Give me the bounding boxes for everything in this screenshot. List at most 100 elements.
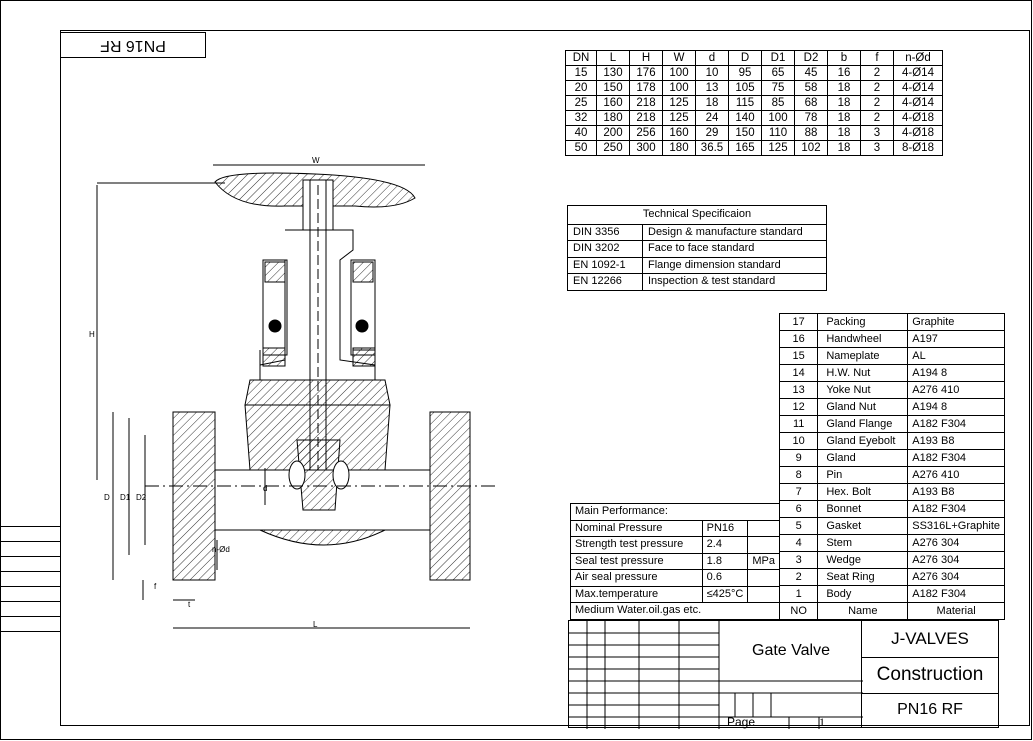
company-block: J-VALVES Construction PN16 RF bbox=[861, 620, 999, 728]
dimension-cell: 32 bbox=[565, 110, 597, 126]
performance-title: Main Performance: bbox=[570, 503, 780, 520]
dim-label-d: D bbox=[104, 493, 110, 502]
performance-unit bbox=[747, 519, 780, 537]
part-number: 17 bbox=[778, 313, 819, 331]
part-name: Yoke Nut bbox=[817, 381, 909, 399]
dimension-cell: 4-Ø14 bbox=[893, 65, 943, 81]
dimension-cell: 2 bbox=[860, 110, 894, 126]
dimension-cell: 18 bbox=[827, 80, 861, 96]
dim-label-d1: D1 bbox=[120, 493, 131, 502]
dimension-cell: 100 bbox=[662, 65, 696, 81]
title-block-lines bbox=[569, 621, 863, 729]
performance-unit bbox=[747, 585, 780, 603]
dimension-cell: 140 bbox=[728, 110, 762, 126]
part-number: 5 bbox=[778, 517, 819, 535]
dimension-cell: 200 bbox=[596, 125, 630, 141]
dimension-cell: 256 bbox=[629, 125, 663, 141]
part-number: 9 bbox=[778, 449, 819, 467]
part-material: A276 304 bbox=[907, 534, 1005, 552]
dimension-cell: 218 bbox=[629, 110, 663, 126]
part-number: 6 bbox=[778, 500, 819, 518]
part-material: A182 F304 bbox=[907, 449, 1005, 467]
part-name: Gland Eyebolt bbox=[817, 432, 909, 450]
dimension-cell: 176 bbox=[629, 65, 663, 81]
dim-label-t: t bbox=[188, 600, 191, 609]
dimension-cell: 45 bbox=[794, 65, 828, 81]
dimension-header-cell: f bbox=[860, 50, 894, 66]
valve-cross-section-drawing bbox=[96, 164, 495, 629]
part-name: Gland Flange bbox=[817, 415, 909, 433]
dimension-cell: 16 bbox=[827, 65, 861, 81]
part-name: Stem bbox=[817, 534, 909, 552]
dimension-cell: 125 bbox=[662, 110, 696, 126]
performance-label: Air seal pressure bbox=[570, 569, 703, 587]
part-name: Gland bbox=[817, 449, 909, 467]
part-name: Pin bbox=[817, 466, 909, 484]
dimension-cell: 115 bbox=[728, 95, 762, 111]
tech-spec-standard: DIN 3356 bbox=[567, 223, 643, 241]
dimension-cell: 218 bbox=[629, 95, 663, 111]
performance-unit bbox=[747, 536, 780, 554]
parts-header-cell: Material bbox=[907, 602, 1005, 620]
dim-label-n-od: n-Ød bbox=[212, 545, 230, 554]
part-name: Body bbox=[817, 585, 909, 603]
performance-value: PN16 bbox=[701, 519, 749, 537]
part-name: Bonnet bbox=[817, 500, 909, 518]
dimension-cell: 25 bbox=[565, 95, 597, 111]
rotated-title: PN16 RF bbox=[60, 32, 206, 58]
part-name: Handwheel bbox=[817, 330, 909, 348]
dimension-cell: 50 bbox=[565, 140, 597, 156]
dimension-header-cell: W bbox=[662, 50, 696, 66]
part-name: Hex. Bolt bbox=[817, 483, 909, 501]
dimension-cell: 18 bbox=[827, 95, 861, 111]
dim-label-w: W bbox=[312, 156, 320, 165]
part-material: A182 F304 bbox=[907, 585, 1005, 603]
dimension-cell: 65 bbox=[761, 65, 795, 81]
dimension-cell: 18 bbox=[827, 110, 861, 126]
dimension-cell: 40 bbox=[565, 125, 597, 141]
performance-row: Max.temperature≤425°C bbox=[570, 585, 780, 603]
performance-label: Seal test pressure bbox=[570, 552, 703, 570]
performance-medium: Medium Water.oil.gas etc. bbox=[570, 602, 780, 620]
part-number: 15 bbox=[778, 347, 819, 365]
part-material: SS316L+Graphite bbox=[907, 517, 1005, 535]
dimension-header-cell: DN bbox=[565, 50, 597, 66]
part-material: AL bbox=[907, 347, 1005, 365]
performance-unit bbox=[747, 569, 780, 587]
tech-spec-standard: DIN 3202 bbox=[567, 240, 643, 258]
part-number: 1 bbox=[778, 585, 819, 603]
performance-value: 1.8 bbox=[701, 552, 749, 570]
dim-label-h: H bbox=[89, 330, 95, 339]
dimension-cell: 125 bbox=[761, 140, 795, 156]
parts-header-cell: Name bbox=[817, 602, 909, 620]
dimension-cell: 4-Ø18 bbox=[893, 110, 943, 126]
dimension-cell: 2 bbox=[860, 80, 894, 96]
tech-spec-description: Flange dimension standard bbox=[642, 256, 827, 274]
dimension-cell: 88 bbox=[794, 125, 828, 141]
page-number: 1 bbox=[819, 715, 825, 729]
part-number: 11 bbox=[778, 415, 819, 433]
dimension-cell: 3 bbox=[860, 125, 894, 141]
dimension-cell: 165 bbox=[728, 140, 762, 156]
dimension-cell: 18 bbox=[695, 95, 729, 111]
